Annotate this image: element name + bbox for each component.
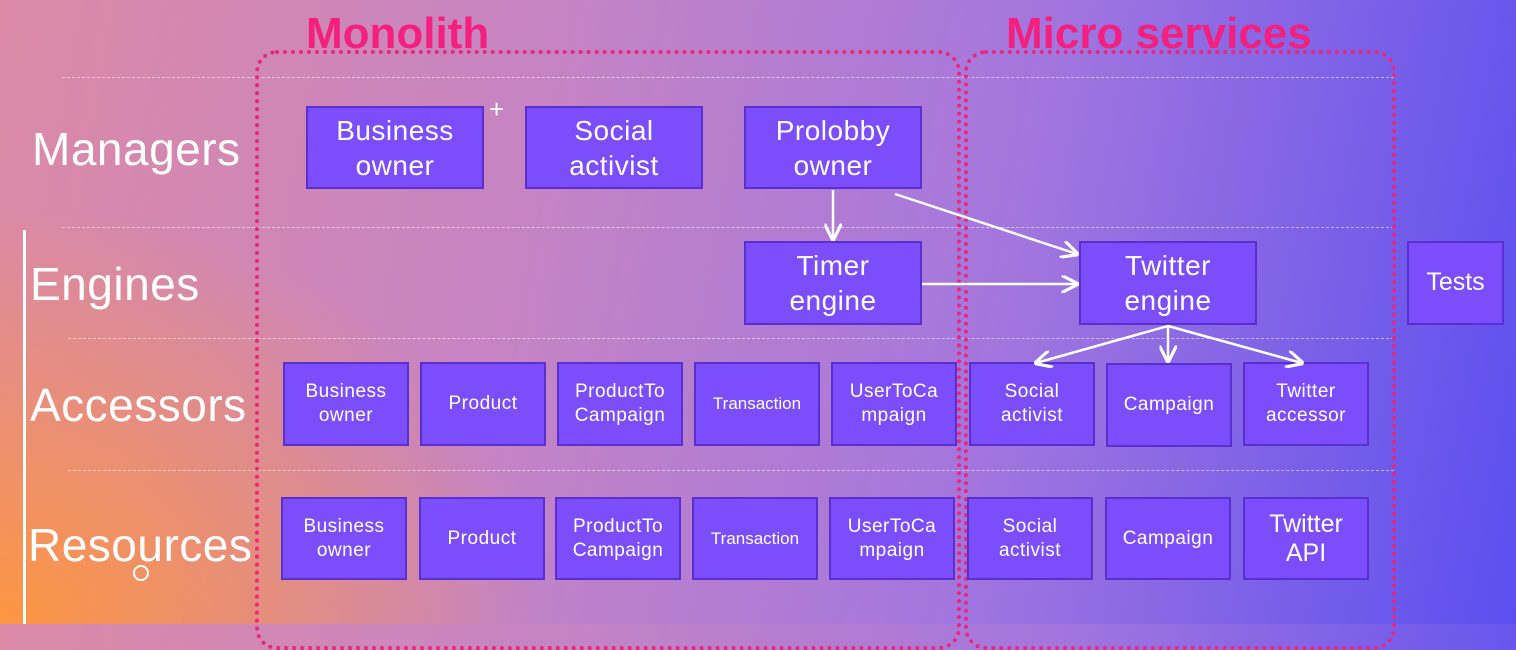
row-label-accessors: Accessors: [30, 379, 247, 431]
row-separator: [68, 338, 1394, 339]
resource-user-to-campaign: UserToCa mpaign: [829, 497, 955, 580]
row-separator: [62, 227, 1394, 228]
resource-transaction: Transaction: [692, 497, 818, 580]
accessor-transaction: Transaction: [694, 362, 820, 446]
engine-timer: Timer engine: [744, 241, 922, 325]
arrow-twitter-to-social-activist: [1036, 324, 1169, 363]
resource-campaign: Campaign: [1105, 497, 1231, 580]
row-separator: [68, 470, 1394, 471]
resource-product: Product: [419, 497, 545, 580]
accessor-twitter: Twitter accessor: [1243, 362, 1369, 446]
circle-marker: [133, 565, 149, 581]
resource-twitter-api: Twitter API: [1243, 497, 1369, 580]
diagram: Monolith Micro services Managers Engines…: [0, 9, 1516, 650]
plus-marker: +: [489, 94, 505, 124]
accessor-user-to-campaign: UserToCa mpaign: [831, 362, 957, 446]
tests-box: Tests: [1407, 241, 1504, 325]
row-label-resources: Resources: [28, 519, 253, 571]
accessor-product-to-campaign: ProductTo Campaign: [557, 362, 683, 446]
manager-social-activist: Social activist: [525, 106, 703, 189]
manager-business-owner: Business owner: [306, 106, 484, 189]
row-separator: [62, 77, 1394, 78]
engine-twitter: Twitter engine: [1079, 241, 1257, 325]
accessor-product: Product: [420, 362, 546, 446]
accessor-campaign: Campaign: [1106, 363, 1232, 447]
microservices-title: Micro services: [1006, 9, 1312, 58]
arrow-twitter-to-twitter-accessor: [1167, 324, 1302, 363]
monolith-title: Monolith: [306, 9, 490, 58]
row-label-engines: Engines: [30, 258, 200, 310]
resource-product-to-campaign: ProductTo Campaign: [555, 497, 681, 580]
resource-social-activist: Social activist: [967, 497, 1093, 580]
arrows-layer: [0, 192, 1516, 624]
row-label-managers: Managers: [32, 123, 241, 175]
accessor-business-owner: Business owner: [283, 362, 409, 446]
manager-prolobby-owner: Prolobby owner: [744, 106, 922, 189]
left-accent-line: [23, 230, 26, 624]
resource-business-owner: Business owner: [281, 497, 407, 580]
arrow-prolobby-to-twitter: [894, 192, 1077, 254]
